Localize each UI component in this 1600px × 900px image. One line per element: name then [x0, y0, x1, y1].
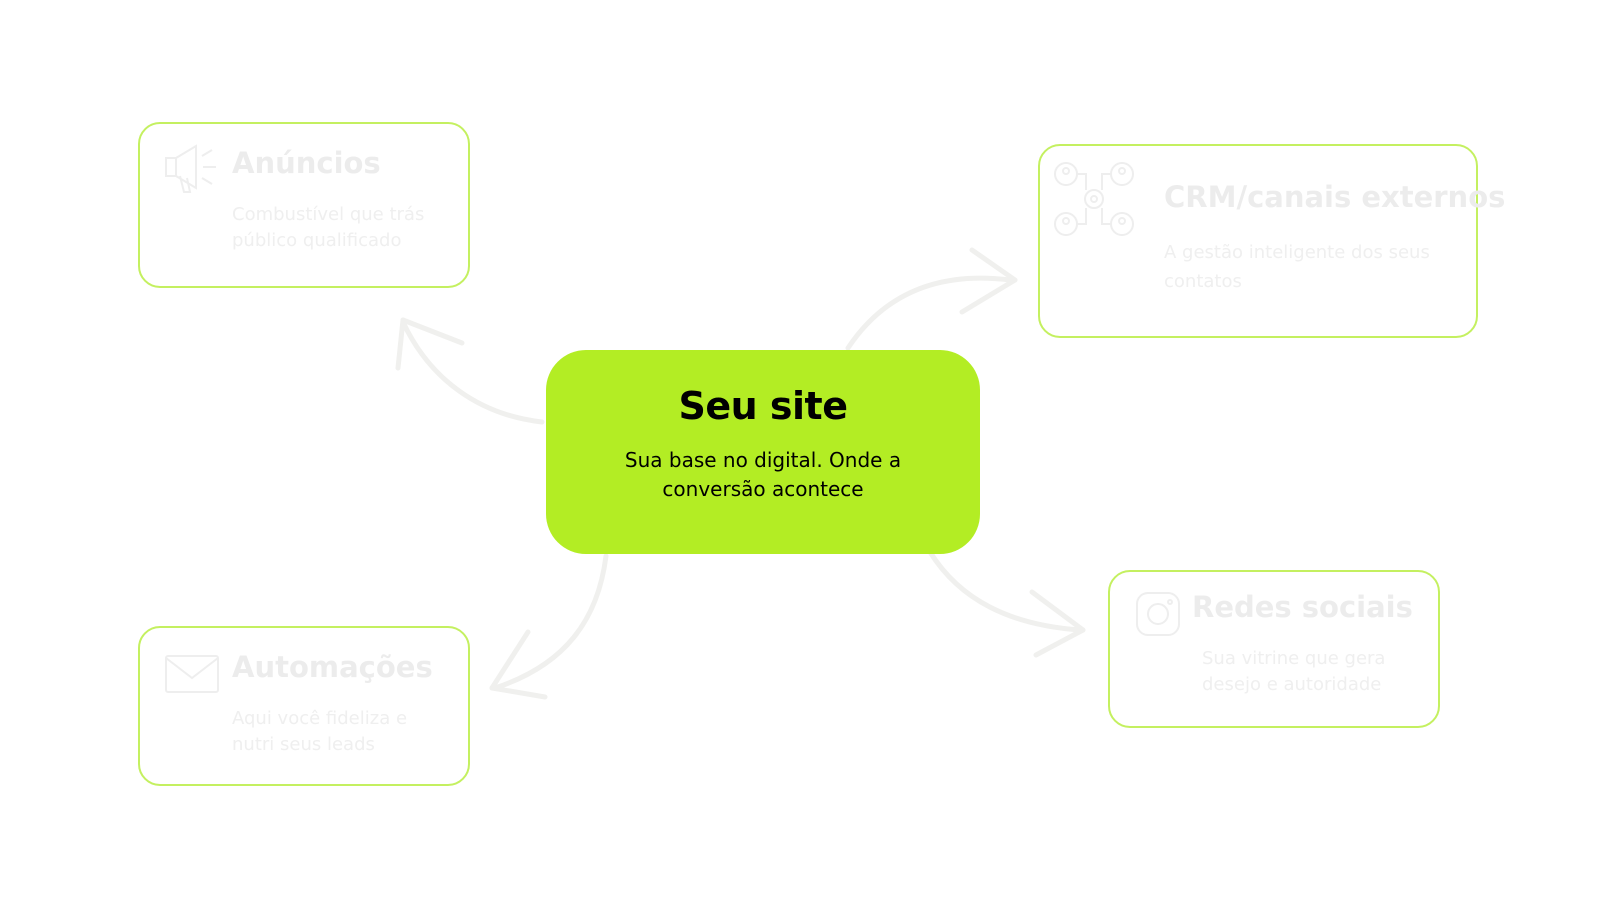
card-title: CRM/canais externos [1164, 180, 1506, 214]
card-crm: CRM/canais externos A gestão inteligente… [1038, 144, 1505, 338]
center-title: Seu site [678, 384, 848, 428]
card-redes-sociais: Redes sociais Sua vitrine que gera desej… [1108, 570, 1440, 728]
card-title: Anúncios [232, 146, 381, 180]
arrow-to-crm [845, 247, 1018, 351]
center-node-seu-site: Seu site Sua base no digital. Onde a con… [546, 350, 980, 554]
card-anuncios: Anúncios Combustível que trás público qu… [138, 122, 470, 288]
center-description: Sua base no digital. Onde a conversão ac… [624, 448, 902, 501]
instagram-icon [1134, 590, 1182, 638]
mail-icon [164, 654, 220, 694]
card-description: A gestão inteligente dos seus contatos [1164, 242, 1430, 292]
card-automacoes: Automações Aqui você fideliza e nutri se… [138, 626, 470, 786]
arrow-to-automacoes [489, 553, 609, 700]
card-title: Automações [232, 650, 433, 684]
megaphone-icon [160, 138, 224, 196]
arrow-to-redes [927, 549, 1086, 658]
card-description: Aqui você fideliza e nutri seus leads [232, 708, 408, 755]
card-description: Combustível que trás público qualificado [232, 204, 425, 251]
network-users-icon [1052, 158, 1138, 242]
arrow-to-anuncios [395, 317, 545, 425]
card-title: Redes sociais [1192, 590, 1413, 624]
card-description: Sua vitrine que gera desejo e autoridade [1202, 648, 1386, 695]
